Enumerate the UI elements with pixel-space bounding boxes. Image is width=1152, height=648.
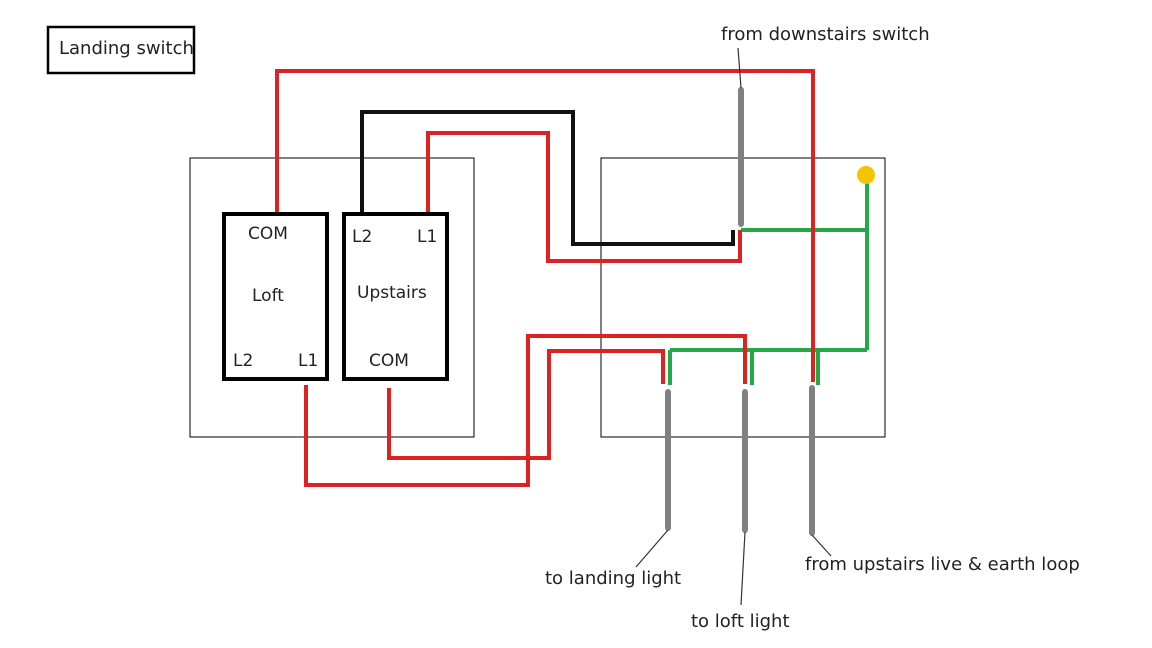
loft-l1-terminal: L1 — [298, 351, 318, 371]
label-upstairs-loop: from upstairs live & earth loop — [805, 554, 1080, 575]
live-wiring — [275, 69, 815, 487]
loft-l2-terminal: L2 — [233, 351, 253, 371]
loft-switch-body — [222, 212, 329, 381]
title-box: Landing switch — [46, 25, 196, 75]
leader-downstairs — [737, 47, 742, 89]
earth-wiring — [668, 180, 869, 385]
leader-landing-light — [635, 529, 669, 568]
earth-terminal — [857, 166, 875, 184]
upstairs-l2-terminal: L2 — [352, 227, 372, 247]
loft-switch: COM Loft L2 L1 — [222, 212, 329, 381]
upstairs-switch: L2 L1 Upstairs COM — [342, 212, 449, 381]
label-downstairs-switch: from downstairs switch — [721, 24, 930, 45]
cable-sheaths — [665, 87, 815, 536]
black-strapper-wire — [360, 110, 735, 246]
live-upstairs-com-to-light — [387, 349, 665, 460]
diagram-title: Landing switch — [59, 38, 194, 59]
loft-com-terminal: COM — [248, 224, 288, 244]
upstairs-switch-body — [342, 212, 449, 381]
live-loft-l1-to-landing — [304, 334, 747, 487]
leader-lines — [635, 47, 832, 606]
upstairs-l1-terminal: L1 — [417, 227, 437, 247]
switch-back-box — [189, 157, 475, 438]
loft-switch-name: Loft — [252, 286, 284, 306]
live-loft-com-to-loop — [275, 69, 815, 382]
upstairs-com-terminal: COM — [369, 351, 409, 371]
title-frame — [46, 25, 196, 75]
leader-upstairs-loop — [811, 534, 832, 557]
upstairs-switch-name: Upstairs — [357, 283, 427, 303]
leader-loft-light — [740, 531, 746, 606]
label-loft-light: to loft light — [691, 611, 790, 632]
live-upstairs-l1-to-downstairs — [426, 131, 742, 263]
label-landing-light: to landing light — [545, 568, 681, 589]
